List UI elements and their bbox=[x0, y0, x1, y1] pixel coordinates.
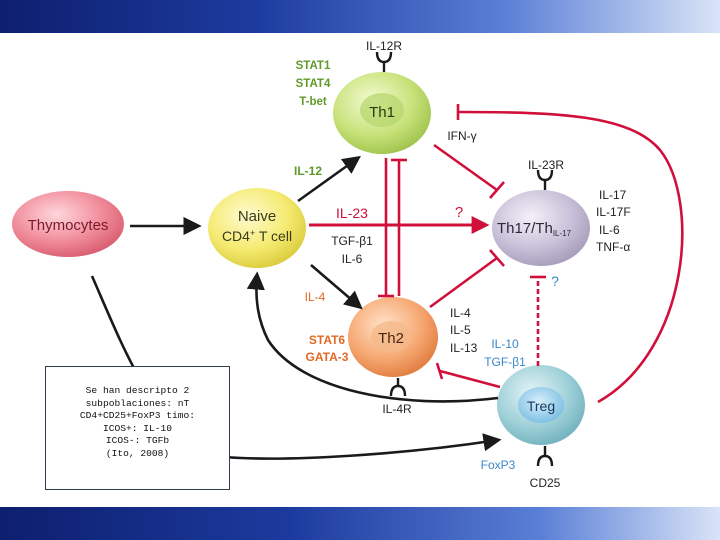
th1-label: Th1 bbox=[369, 104, 395, 121]
note-line: ICOS+: IL-10 bbox=[50, 423, 225, 436]
note-line: ICOS-: TGFb bbox=[50, 435, 225, 448]
tgfb1-label: TGF-β1 bbox=[331, 234, 373, 248]
il12-label: IL-12 bbox=[294, 164, 322, 178]
ifng-label: IFN-γ bbox=[447, 129, 476, 143]
th2-il5-label: IL-5 bbox=[450, 323, 471, 337]
th2-il4-label: IL-4 bbox=[450, 306, 471, 320]
il23r-label: IL-23R bbox=[528, 158, 564, 172]
th2-cytokines: IL-4 IL-5 IL-13 bbox=[450, 306, 478, 355]
note-line: Se han descripto 2 bbox=[50, 385, 225, 398]
cd25-receptor-icon bbox=[538, 446, 552, 466]
tbet-label: T-bet bbox=[299, 96, 327, 108]
th17-il17f-label: IL-17F bbox=[596, 205, 631, 219]
th2-inhibits-th17 bbox=[430, 258, 497, 307]
naive-cd4-cell: Naive CD4+ T cell bbox=[208, 188, 306, 268]
gata3-label: GATA-3 bbox=[306, 350, 349, 364]
cd25-label: CD25 bbox=[530, 476, 561, 490]
treg-il10-label: IL-10 bbox=[491, 337, 519, 351]
th17-tnfa-label: TNF-α bbox=[596, 240, 630, 254]
question-mark-treg: ? bbox=[551, 273, 559, 289]
foxp3-label: FoxP3 bbox=[481, 458, 516, 472]
note-line: subpoblaciones: nT bbox=[50, 398, 225, 411]
th1-inhibits-th17 bbox=[434, 145, 497, 190]
thymocytes-label: Thymocytes bbox=[28, 217, 109, 234]
th2-il13-label: IL-13 bbox=[450, 341, 478, 355]
treg-tgfb1-label: TGF-β1 bbox=[484, 355, 526, 369]
th17-cell: Th17/ThIL-17 bbox=[492, 190, 590, 266]
th2-label: Th2 bbox=[378, 330, 404, 347]
th17-il17-label: IL-17 bbox=[599, 188, 627, 202]
th2-cell: Th2 bbox=[348, 297, 438, 377]
th17-il6-label: IL-6 bbox=[599, 223, 620, 237]
note-line: (Ito, 2008) bbox=[50, 448, 225, 461]
il6-label: IL-6 bbox=[342, 252, 363, 266]
question-mark-th17: ? bbox=[455, 204, 463, 221]
treg-inhibits-th2 bbox=[440, 371, 500, 387]
stat4-label: STAT4 bbox=[296, 78, 331, 90]
th1-cell: Th1 bbox=[333, 72, 431, 154]
il12r-label: IL-12R bbox=[366, 39, 402, 53]
thymocytes-cell: Thymocytes bbox=[12, 191, 124, 257]
stat1-label: STAT1 bbox=[296, 60, 331, 72]
il4r-label: IL-4R bbox=[382, 402, 412, 416]
il4r-receptor-icon bbox=[391, 378, 405, 396]
th17-cytokines: IL-17 IL-17F IL-6 TNF-α bbox=[596, 188, 631, 254]
il23-label: IL-23 bbox=[336, 205, 368, 221]
treg-cell: Treg bbox=[497, 365, 585, 445]
il4-input-label: IL-4 bbox=[305, 290, 326, 304]
annotation-note-box: Se han descripto 2 subpoblaciones: nT CD… bbox=[45, 366, 230, 490]
il23r-receptor-icon bbox=[538, 170, 552, 190]
th1-transcription-factors: STAT1 STAT4 T-bet bbox=[296, 60, 331, 108]
stat6-label: STAT6 bbox=[309, 333, 346, 347]
treg-label: Treg bbox=[527, 398, 555, 414]
naive-label-line1: Naive bbox=[238, 208, 276, 225]
note-line: CD4+CD25+FoxP3 timo: bbox=[50, 410, 225, 423]
treg-cytokines: IL-10 TGF-β1 bbox=[484, 337, 526, 369]
il12r-receptor-icon bbox=[377, 52, 391, 72]
naive-label-line2: CD4+ T cell bbox=[222, 228, 292, 244]
